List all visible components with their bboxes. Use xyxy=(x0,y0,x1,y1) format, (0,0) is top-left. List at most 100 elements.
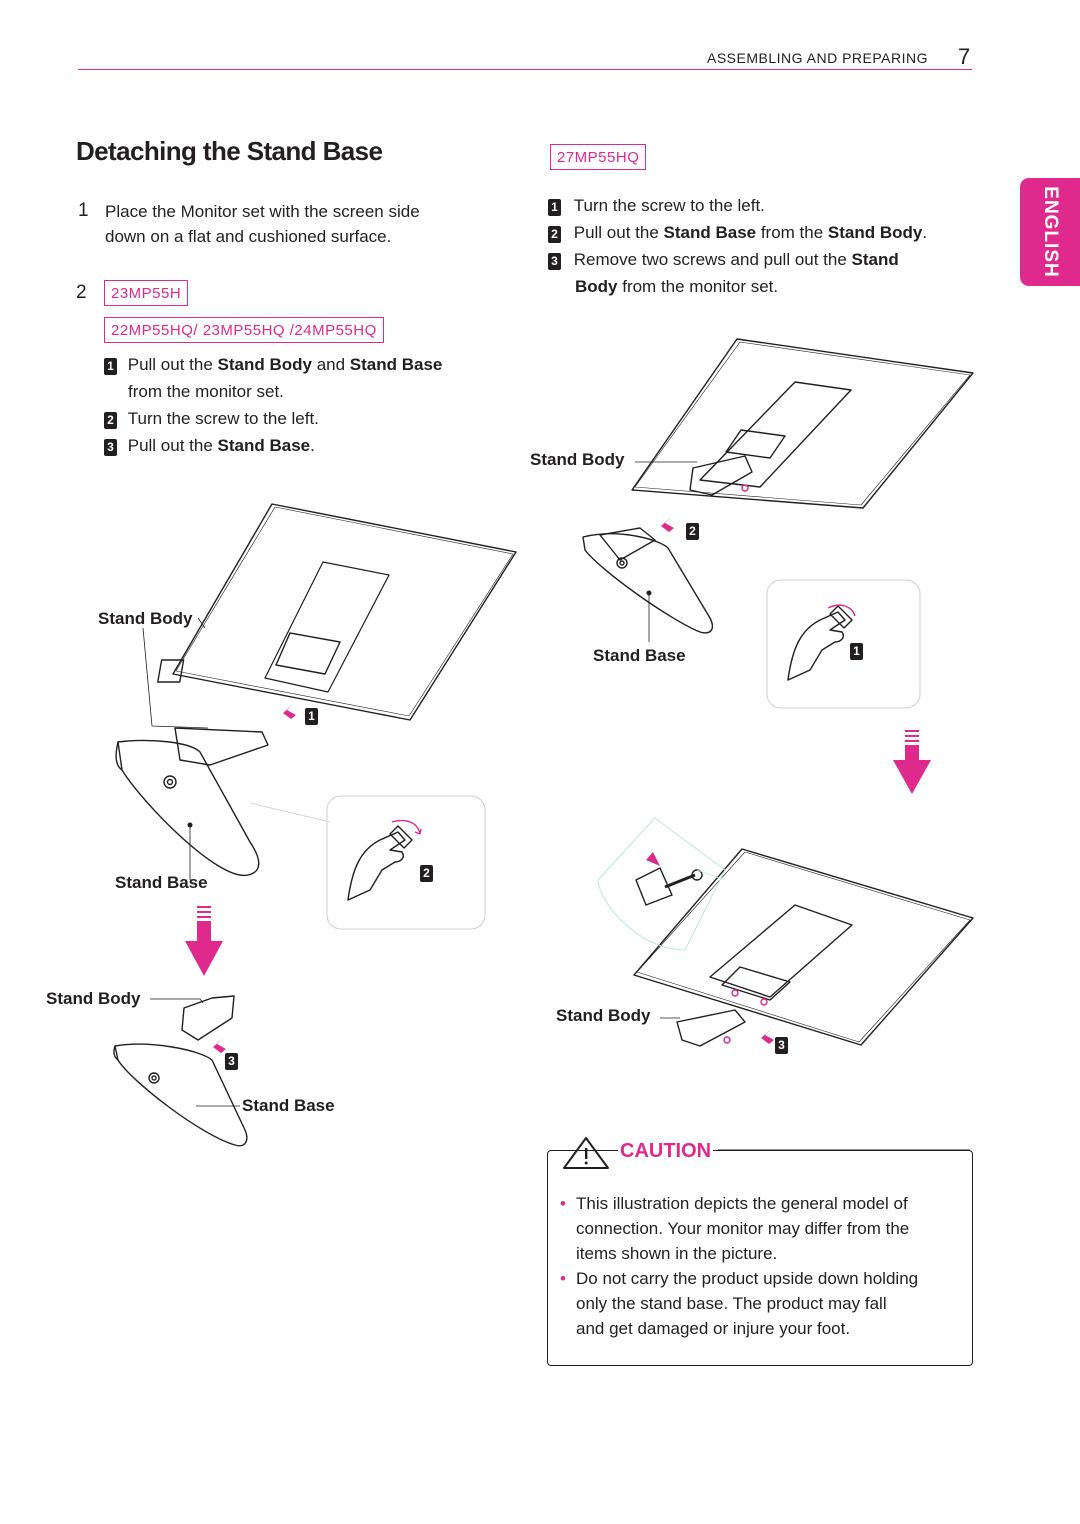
substep-bold: Stand Body xyxy=(217,355,312,374)
caution-line: items shown in the picture. xyxy=(576,1244,778,1263)
substep-text: Turn the screw to the left. xyxy=(573,196,765,215)
step-badge: 3 xyxy=(775,1037,788,1054)
step-badge: 2 xyxy=(548,226,561,243)
substep-text: and xyxy=(311,355,350,374)
page-title: Detaching the Stand Base xyxy=(76,136,383,166)
hand-detail-right xyxy=(787,604,856,681)
arrow-small-icon xyxy=(655,517,674,532)
arrow-small-icon xyxy=(755,1029,774,1044)
caution-line: connection. Your monitor may differ from… xyxy=(576,1219,910,1238)
label-stand-body: Stand Body xyxy=(530,450,625,469)
step-marker: 3 xyxy=(775,1036,788,1054)
substep-bold: Stand Base xyxy=(349,355,443,374)
step-marker: 1 xyxy=(850,642,863,660)
step-marker: 3 xyxy=(225,1052,238,1070)
hand-detail-left xyxy=(347,819,422,901)
label-stand-body: Stand Body xyxy=(46,989,141,1008)
warning-icon xyxy=(563,1137,609,1169)
substep-bold: Stand Base xyxy=(663,223,757,242)
label-stand-base: Stand Base xyxy=(115,873,208,892)
substep-bold: Stand xyxy=(851,250,899,269)
model-tag-27mp55hq: 27MP55HQ xyxy=(550,144,647,170)
step-marker: 2 xyxy=(420,864,433,882)
big-down-arrow-right xyxy=(893,730,931,794)
caution-line: only the stand base. The product may fal… xyxy=(576,1294,887,1313)
step-marker: 2 xyxy=(686,522,699,540)
arrow-small-icon xyxy=(646,852,660,866)
step-badge: 2 xyxy=(104,412,117,429)
section-title: ASSEMBLING AND PREPARING xyxy=(706,50,928,66)
screw-detail xyxy=(597,817,726,951)
substep-1-line2: from the monitor set. xyxy=(128,382,284,401)
substep-text: from the xyxy=(756,223,828,242)
step-2-substeps: 1 Pull out the Stand Body and Stand Base… xyxy=(104,352,504,458)
label-stand-base: Stand Base xyxy=(242,1096,335,1115)
arrow-small-icon xyxy=(207,1038,226,1053)
caution-bullet: • Do not carry the product upside down h… xyxy=(558,1266,968,1341)
stand-small xyxy=(113,995,248,1147)
right-substep-3-line2: Body from the monitor set. xyxy=(575,274,978,299)
step-1-number: 1 xyxy=(78,200,89,221)
step-2-number: 2 xyxy=(76,282,87,303)
leader-line xyxy=(142,627,209,729)
substep-text: Remove two screws and pull out the xyxy=(573,250,852,269)
caution-line: This illustration depicts the general mo… xyxy=(576,1194,908,1213)
label-stand-base: Stand Base xyxy=(593,646,686,665)
right-substep-1: 1 Turn the screw to the left. xyxy=(548,193,978,218)
substep-text: Turn the screw to the left. xyxy=(127,409,319,428)
substep-text: . xyxy=(310,436,315,455)
monitor-back-right-top xyxy=(631,338,974,509)
monitor-back-left xyxy=(157,503,517,721)
substep-text: Pull out the xyxy=(127,436,218,455)
right-substep-3: 3 Remove two screws and pull out the Sta… xyxy=(548,247,978,272)
step-badge: 1 xyxy=(104,358,117,375)
substep-2: 2 Turn the screw to the left. xyxy=(104,406,504,431)
label-stand-body: Stand Body xyxy=(556,1006,651,1025)
step-badge: 1 xyxy=(305,708,318,725)
step-badge: 3 xyxy=(548,253,561,270)
substep-bold: Body xyxy=(575,277,618,296)
caution-line: Do not carry the product upside down hol… xyxy=(576,1269,919,1288)
substep-text: Pull out the xyxy=(127,355,218,374)
arrow-small-icon xyxy=(277,704,296,719)
step-1-line1: Place the Monitor set with the screen si… xyxy=(105,202,420,221)
step-badge: 3 xyxy=(225,1053,238,1070)
bullet-dot: • xyxy=(560,1269,566,1288)
step-badge: 2 xyxy=(686,523,699,540)
arrows xyxy=(185,517,931,1053)
monitor-back-right-bottom xyxy=(633,848,974,1046)
model-tag-22mp55hq: 22MP55HQ/ 23MP55HQ /24MP55HQ xyxy=(104,317,384,343)
substep-text: . xyxy=(922,223,928,242)
big-down-arrow-left xyxy=(185,906,223,976)
step-badge: 2 xyxy=(420,865,433,882)
page-number: 7 xyxy=(958,44,971,69)
bullet-dot: • xyxy=(560,1194,566,1213)
right-substep-2: 2 Pull out the Stand Base from the Stand… xyxy=(548,220,978,245)
step-1-text: Place the Monitor set with the screen si… xyxy=(105,199,420,249)
label-stand-body: Stand Body xyxy=(98,609,193,628)
substep-3: 3 Pull out the Stand Base. xyxy=(104,433,504,458)
step-badge: 3 xyxy=(104,439,117,456)
step-badge: 1 xyxy=(548,199,561,216)
step-marker: 1 xyxy=(305,707,318,725)
caution-list: • This illustration depicts the general … xyxy=(558,1191,968,1341)
step-badge: 1 xyxy=(850,643,863,660)
substep-bold: Stand Body xyxy=(827,223,923,242)
language-tab: ENGLISH xyxy=(1020,178,1080,286)
step-1-line2: down on a flat and cushioned surface. xyxy=(105,227,392,246)
model-tag-23mp55h: 23MP55H xyxy=(104,280,189,306)
caution-bullet: • This illustration depicts the general … xyxy=(558,1191,968,1266)
caution-line: and get damaged or injure your foot. xyxy=(576,1319,851,1338)
substep-bold: Stand Base xyxy=(217,436,311,455)
stand-base-right xyxy=(582,527,714,642)
stand-left xyxy=(115,727,269,876)
stand-body-right xyxy=(660,1009,746,1047)
right-substeps: 1 Turn the screw to the left. 2 Pull out… xyxy=(548,193,978,299)
substep-text: Pull out the xyxy=(573,223,664,242)
header-rule xyxy=(78,69,972,70)
caution-box xyxy=(547,1150,973,1366)
substep-1: 1 Pull out the Stand Body and Stand Base xyxy=(104,352,504,377)
substep-text: from the monitor set. xyxy=(617,277,779,296)
caution-title: CAUTION xyxy=(618,1140,714,1163)
